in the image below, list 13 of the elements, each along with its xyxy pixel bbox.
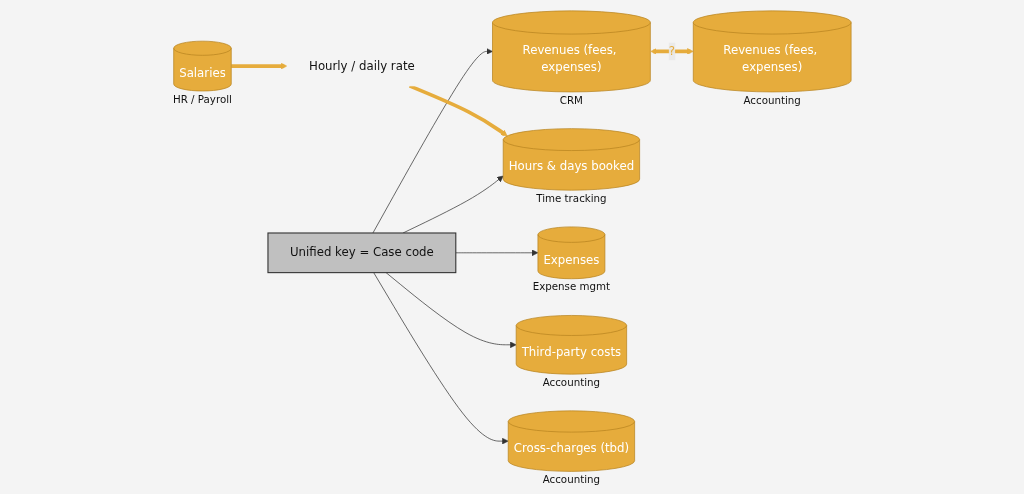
system-label: Accounting xyxy=(542,473,600,486)
edge-label: ? xyxy=(668,44,675,59)
system-label: Time tracking xyxy=(535,191,607,204)
arrow xyxy=(408,84,508,137)
arrow xyxy=(649,48,694,55)
system-label: Accounting xyxy=(542,375,600,388)
system-label: Accounting xyxy=(743,93,801,106)
system-label: HR / Payroll xyxy=(172,92,232,105)
system-label: CRM xyxy=(559,93,583,106)
arrow xyxy=(230,62,287,70)
system-label: Expense mgmt xyxy=(532,280,610,293)
node-box: Unified key = Case code xyxy=(267,232,456,274)
node-text: Hourly / daily rate xyxy=(308,58,415,73)
